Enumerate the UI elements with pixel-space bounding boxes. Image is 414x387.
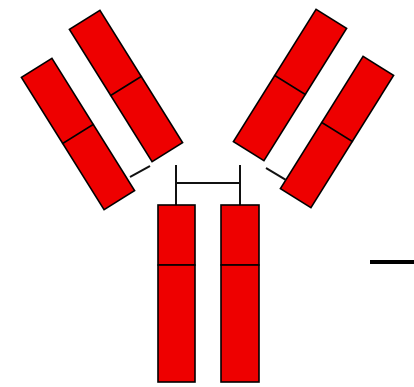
left-arm — [20, 9, 184, 211]
left-heavy-stem — [157, 204, 196, 383]
left-light-heavy-link — [129, 165, 151, 178]
right-heavy-arm-domain-bottom — [232, 74, 307, 162]
left-light-chain-domain-bottom — [61, 123, 136, 211]
right-heavy-arm — [232, 8, 348, 162]
right-heavy-stem-domain-bottom — [220, 264, 260, 383]
left-heavy-stem-domain-bottom — [157, 264, 196, 383]
right-heavy-stem — [220, 204, 260, 383]
right-light-chain — [279, 55, 395, 209]
left-heavy-arm-domain-bottom — [109, 75, 184, 163]
left-heavy-stem-domain-top — [157, 204, 196, 266]
right-heavy-stem-domain-top — [220, 204, 260, 266]
left-heavy-arm — [68, 9, 184, 163]
right-light-chain-domain-bottom — [279, 121, 354, 209]
hinge-region — [175, 165, 241, 205]
right-arm — [232, 8, 395, 209]
left-light-chain — [20, 57, 136, 211]
right-light-heavy-link — [265, 167, 287, 181]
fc-stem — [157, 204, 260, 383]
